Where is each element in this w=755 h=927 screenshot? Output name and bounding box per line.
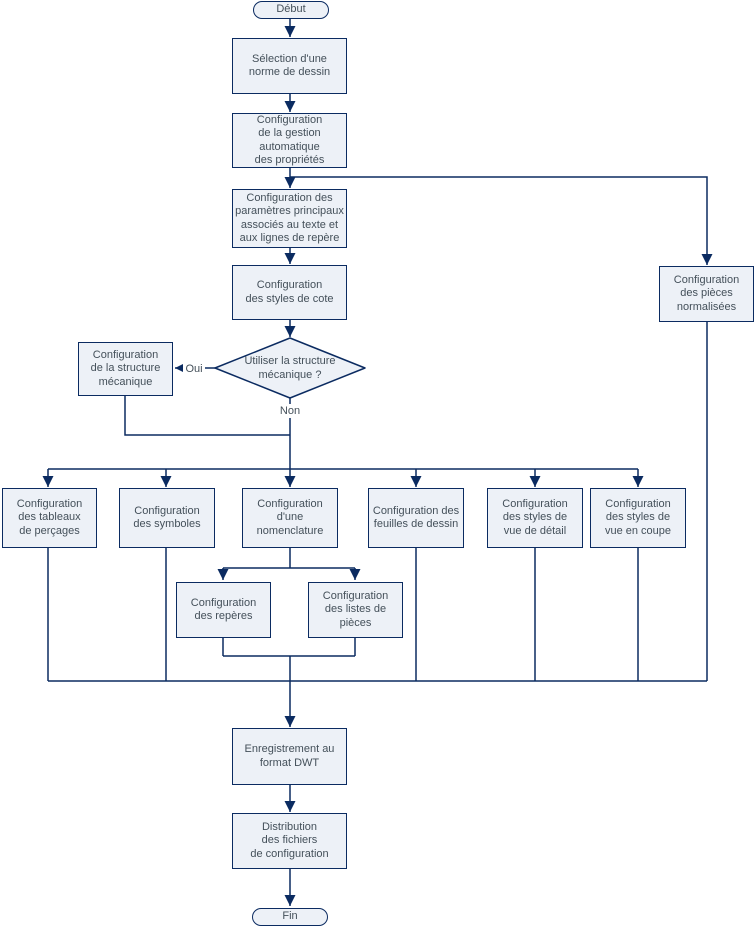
node-fin: Fin — [252, 908, 328, 926]
node-gestion-automatique: Configuration de la gestion automatique … — [232, 113, 347, 168]
node-reperes: Configuration des repères — [176, 582, 271, 638]
node-symboles: Configuration des symboles — [119, 488, 215, 548]
decision-structure-mecanique: Utiliser la structure mécanique ? — [244, 355, 336, 381]
node-distribution-fichiers: Distribution des fichiers de configurati… — [232, 813, 347, 869]
node-structure-mecanique: Configuration de la structure mécanique — [78, 342, 173, 396]
node-enregistrement-dwt: Enregistrement au format DWT — [232, 728, 347, 785]
edge-label-oui: Oui — [183, 362, 205, 376]
edge-label-non: Non — [275, 404, 305, 418]
node-nomenclature: Configuration d'une nomenclature — [242, 488, 338, 548]
node-parametres-texte-reperes: Configuration des paramètres principaux … — [232, 189, 347, 248]
node-styles-cote: Configuration des styles de cote — [232, 265, 347, 320]
edge-structure-retour — [124, 396, 290, 436]
node-pieces-normalisees: Configuration des pièces normalisées — [659, 266, 754, 322]
node-tableaux-percages: Configuration des tableaux de perçages — [2, 488, 97, 548]
decision-diamond-shape — [214, 337, 366, 399]
node-styles-vue-detail: Configuration des styles de vue de détai… — [487, 488, 583, 548]
node-styles-vue-coupe: Configuration des styles de vue en coupe — [590, 488, 686, 548]
node-selection-norme: Sélection d'une norme de dessin — [232, 38, 347, 94]
node-feuilles-dessin: Configuration des feuilles de dessin — [368, 488, 464, 548]
edge-gestion-pieces-normalisees — [290, 176, 713, 265]
node-listes-pieces: Configuration des listes de pièces — [308, 582, 403, 638]
node-debut: Début — [253, 1, 329, 19]
